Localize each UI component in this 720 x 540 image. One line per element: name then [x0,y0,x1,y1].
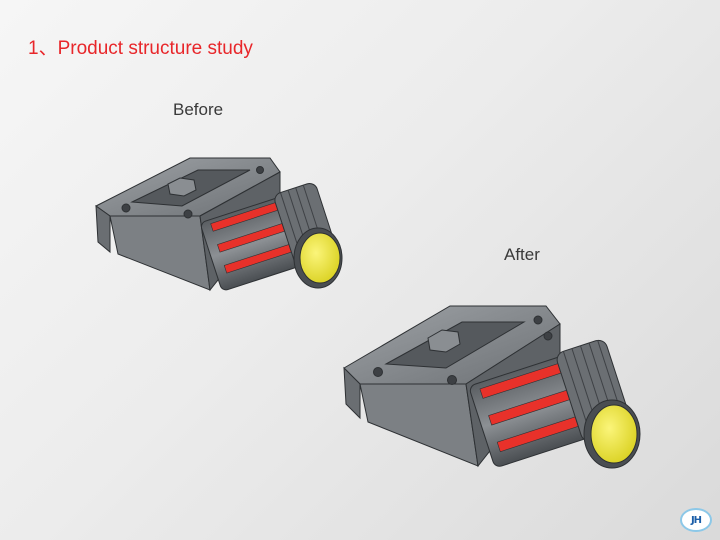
before-product-image [90,150,350,300]
sensor-housing-render-after [343,305,641,469]
before-label: Before [173,100,224,119]
slide-title: 1、Product structure study [28,38,253,59]
sensor-housing-render-before [95,157,343,292]
jh-logo-icon: JH [680,508,712,532]
after-product-image [338,292,643,472]
after-label: After [504,245,540,264]
